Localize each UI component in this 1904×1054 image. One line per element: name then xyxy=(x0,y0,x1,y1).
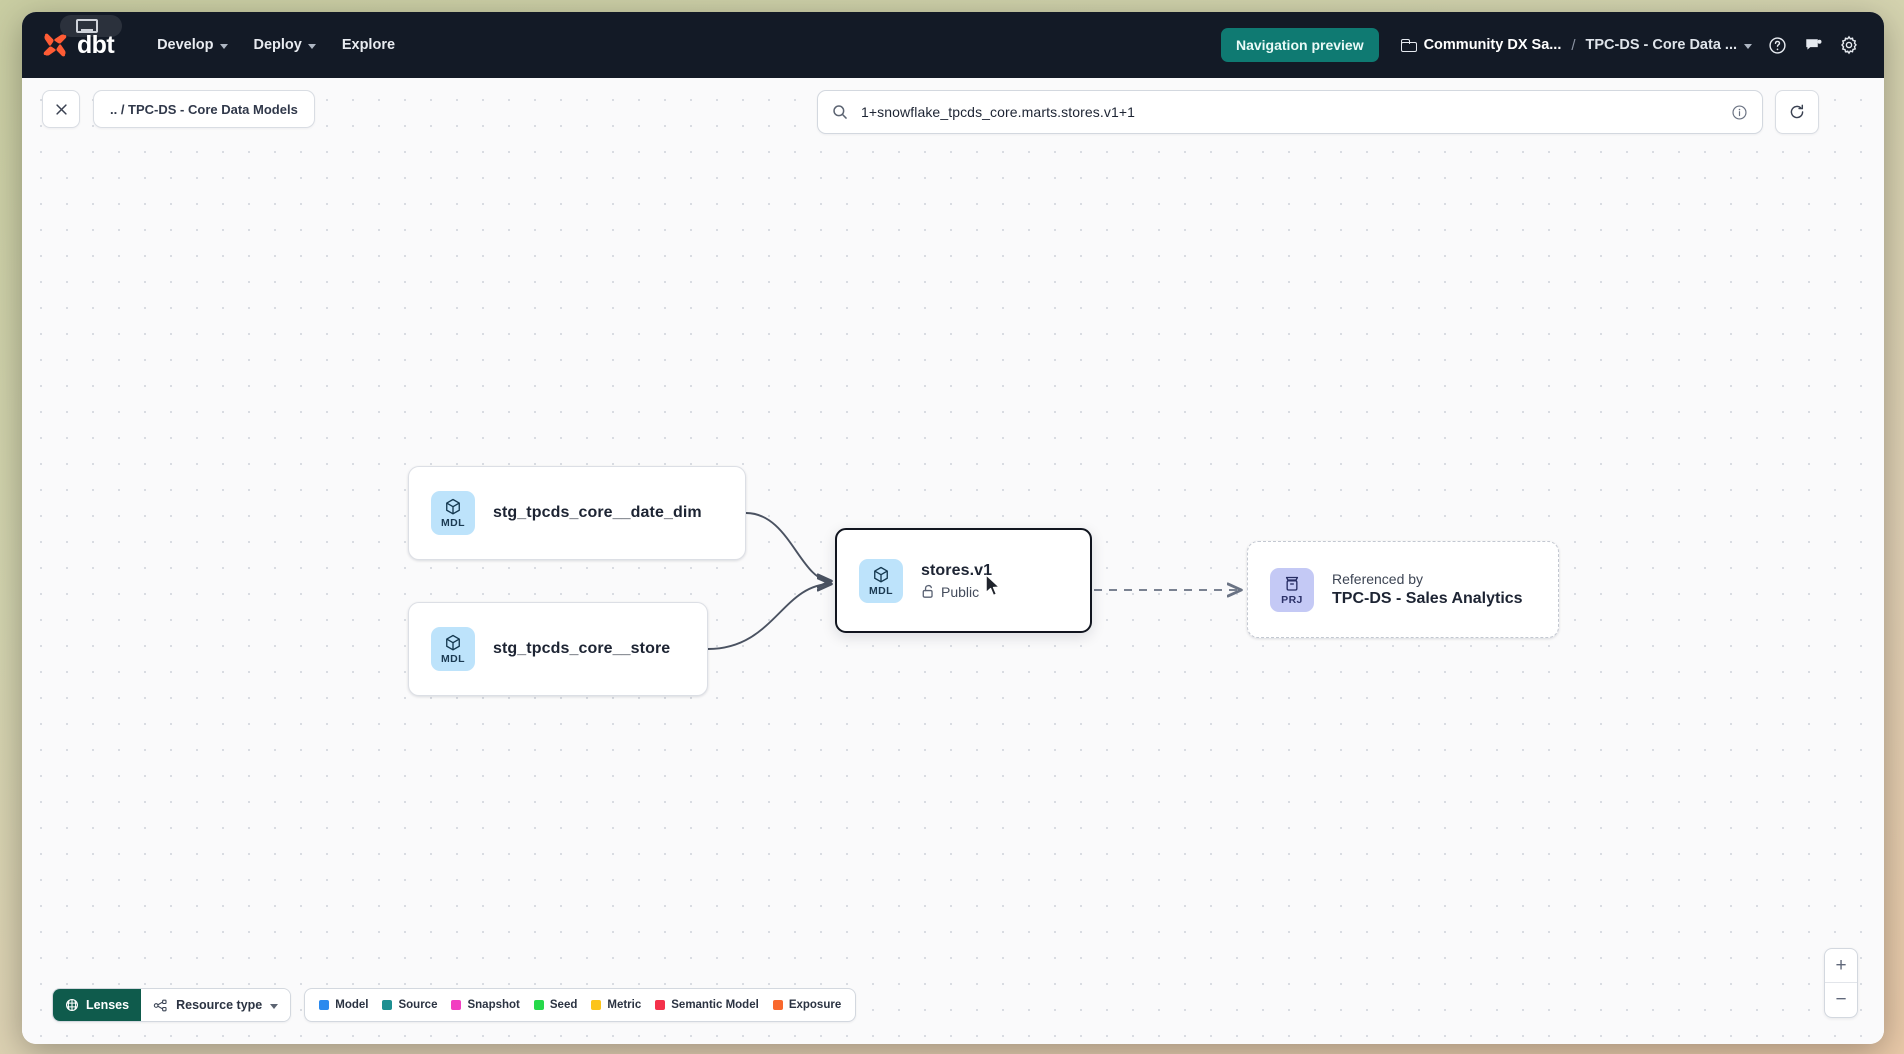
cube-icon xyxy=(446,635,460,651)
node-title: TPC-DS - Sales Analytics xyxy=(1332,590,1523,607)
lenses-button[interactable]: Lenses xyxy=(53,989,142,1021)
navigation-preview-button[interactable]: Navigation preview xyxy=(1220,28,1379,62)
nav-item-deploy[interactable]: Deploy xyxy=(241,30,329,60)
chevron-down-icon xyxy=(307,43,316,49)
legend-label: Metric xyxy=(607,999,642,1011)
legend-swatch xyxy=(655,1000,666,1010)
badge-label: MDL xyxy=(441,653,465,666)
search-area xyxy=(817,90,1819,134)
node-access-label: Public xyxy=(941,583,980,600)
help-icon[interactable] xyxy=(1762,30,1792,60)
resource-badge-project: PRJ xyxy=(1270,567,1314,612)
graph-node-stores-v1[interactable]: MDL stores.v1 Public xyxy=(835,528,1092,633)
dbt-logo[interactable]: dbt xyxy=(40,30,115,60)
resource-type-dropdown[interactable]: Resource type xyxy=(141,989,291,1021)
project-stack-icon xyxy=(1285,576,1299,591)
feedback-icon[interactable] xyxy=(1798,30,1828,60)
lens-icon xyxy=(66,999,78,1011)
nav-item-develop[interactable]: Develop xyxy=(144,30,240,60)
chevron-down-icon xyxy=(270,1003,279,1009)
cube-icon xyxy=(446,499,460,515)
search-input[interactable] xyxy=(859,103,1720,121)
nav-item-explore-label: Explore xyxy=(341,37,396,53)
badge-label: MDL xyxy=(869,584,893,597)
cube-icon xyxy=(874,566,888,583)
lineage-edges xyxy=(707,512,1884,650)
breadcrumb-project-label: TPC-DS - Core Data ... xyxy=(1585,37,1737,53)
legend-swatch xyxy=(772,1000,783,1010)
legend-swatch xyxy=(591,1000,602,1010)
breadcrumb-account-label: Community DX Sa... xyxy=(1423,37,1562,53)
legend-item-metric: Metric xyxy=(591,999,641,1011)
lenses-label: Lenses xyxy=(86,998,130,1012)
legend-swatch xyxy=(533,1000,544,1010)
dbt-mark-icon xyxy=(43,33,67,57)
node-kicker: Referenced by xyxy=(1332,571,1424,587)
resource-badge-model: MDL xyxy=(431,627,475,671)
legend-label: Semantic Model xyxy=(671,999,759,1011)
folder-icon xyxy=(1400,38,1417,52)
legend-label: Model xyxy=(335,999,369,1011)
node-access-row: Public xyxy=(921,584,992,600)
resource-badge-model: MDL xyxy=(431,491,475,535)
canvas-bottom-bar: Lenses Resource type xyxy=(52,988,857,1022)
refresh-button[interactable] xyxy=(1775,90,1819,134)
legend-item-model: Model xyxy=(319,999,368,1011)
node-selector-search[interactable] xyxy=(817,90,1763,134)
resource-badge-model: MDL xyxy=(859,558,903,603)
node-text-column: Referenced by TPC-DS - Sales Analytics xyxy=(1332,571,1523,608)
legend-swatch xyxy=(451,1000,462,1010)
legend-swatch xyxy=(319,1000,330,1010)
breadcrumb-project[interactable]: TPC-DS - Core Data ... xyxy=(1582,32,1756,58)
chevron-down-icon xyxy=(219,43,228,49)
legend-item-snapshot: Snapshot xyxy=(451,999,520,1011)
settings-icon[interactable] xyxy=(1834,30,1864,60)
close-button[interactable] xyxy=(42,90,80,128)
graph-node-stg-store[interactable]: MDL stg_tpcds_core__store xyxy=(408,602,708,696)
window-controls[interactable] xyxy=(60,15,122,37)
nav-item-develop-label: Develop xyxy=(157,37,214,53)
nav-item-explore[interactable]: Explore xyxy=(329,30,408,60)
close-icon xyxy=(55,103,67,115)
badge-label: PRJ xyxy=(1281,593,1303,606)
node-title: stg_tpcds_core__store xyxy=(493,640,671,657)
graph-node-referenced-by-project[interactable]: PRJ Referenced by TPC-DS - Sales Analyti… xyxy=(1247,541,1559,638)
breadcrumb-separator: / xyxy=(1571,36,1576,54)
node-title: stg_tpcds_core__date_dim xyxy=(493,504,702,521)
badge-label: MDL xyxy=(441,517,465,530)
brand-wordmark: dbt xyxy=(77,30,115,59)
resource-type-legend: Model Source Snapshot Seed xyxy=(304,988,857,1022)
graph-icon xyxy=(153,999,167,1011)
legend-swatch xyxy=(382,1000,393,1010)
lineage-canvas[interactable]: MDL stg_tpcds_core__date_dim MDL stg_tpc… xyxy=(22,78,1884,1044)
zoom-in-button[interactable]: + xyxy=(1825,949,1857,983)
legend-item-exposure: Exposure xyxy=(772,999,842,1011)
refresh-icon xyxy=(1790,104,1804,119)
legend-label: Source xyxy=(398,999,438,1011)
zoom-controls: + − xyxy=(1824,948,1858,1018)
window-control-icon xyxy=(76,19,98,33)
legend-label: Exposure xyxy=(788,999,842,1011)
node-text-column: stores.v1 Public xyxy=(921,562,992,600)
legend-item-seed: Seed xyxy=(533,999,578,1011)
legend-label: Snapshot xyxy=(467,999,520,1011)
zoom-out-button[interactable]: − xyxy=(1835,989,1847,1010)
browser-window: dbt Develop Deploy Explore Navigation pr… xyxy=(22,12,1884,1044)
legend-item-source: Source xyxy=(382,999,437,1011)
graph-node-stg-date-dim[interactable]: MDL stg_tpcds_core__date_dim xyxy=(408,466,746,560)
node-title: stores.v1 xyxy=(921,561,993,579)
legend-item-semantic-model: Semantic Model xyxy=(655,999,759,1011)
explore-toolbar: .. / TPC-DS - Core Data Models xyxy=(22,78,1884,140)
legend-label: Seed xyxy=(549,999,578,1011)
chevron-down-icon xyxy=(1744,43,1752,49)
search-icon xyxy=(833,105,847,119)
info-icon[interactable] xyxy=(1731,104,1748,121)
unlock-icon xyxy=(922,584,933,598)
breadcrumb-pill[interactable]: .. / TPC-DS - Core Data Models xyxy=(93,90,315,128)
lens-control-group: Lenses Resource type xyxy=(52,988,292,1022)
breadcrumb-account[interactable]: Community DX Sa... xyxy=(1397,32,1566,58)
nav-item-deploy-label: Deploy xyxy=(253,37,302,53)
top-navigation-bar: dbt Develop Deploy Explore Navigation pr… xyxy=(22,12,1884,78)
resource-type-label: Resource type xyxy=(176,998,263,1012)
